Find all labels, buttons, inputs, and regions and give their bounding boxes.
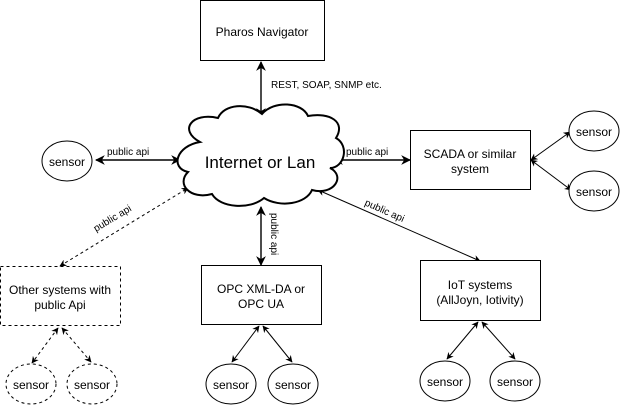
edge-label-iot-cloud: public api <box>363 198 406 225</box>
svg-text:sensor: sensor <box>576 125 612 139</box>
node-iot: IoT systems (AllJoyn, Iotivity) <box>420 260 541 321</box>
edge-other-cloud: public api <box>59 187 189 267</box>
edges-other-sensors <box>31 327 92 364</box>
edge-label-sensor-cloud: public api <box>107 147 149 158</box>
svg-text:Other systems with: Other systems with <box>9 283 111 297</box>
edges-scada-sensors <box>530 131 572 191</box>
sensor-scada-1: sensor <box>568 110 620 152</box>
svg-text:public Api: public Api <box>34 298 85 312</box>
node-internet-cloud: Internet or Lan <box>176 103 345 207</box>
edge-sensor-cloud: public api <box>95 147 181 165</box>
edge-iot-cloud: public api <box>317 189 481 262</box>
svg-text:sensor: sensor <box>497 375 533 389</box>
svg-text:system: system <box>451 162 489 176</box>
svg-text:IoT systems: IoT systems <box>448 278 512 292</box>
sensor-left: sensor <box>41 140 93 182</box>
sensor-opc-1: sensor <box>205 363 257 405</box>
svg-text:OPC XML-DA or: OPC XML-DA or <box>217 282 305 296</box>
edges-opc-sensors <box>231 325 293 363</box>
edge-label-cloud-scada: public api <box>346 147 388 158</box>
svg-text:sensor: sensor <box>275 378 311 392</box>
sensor-iot-2: sensor <box>489 360 541 402</box>
svg-text:(AllJoyn, Iotivity): (AllJoyn, Iotivity) <box>436 293 523 307</box>
node-scada: SCADA or similar system <box>410 130 531 190</box>
svg-text:sensor: sensor <box>13 378 49 392</box>
edge-pharos-cloud: REST, SOAP, SNMP etc. <box>256 61 382 118</box>
svg-text:Internet or Lan: Internet or Lan <box>205 153 316 172</box>
sensor-iot-1: sensor <box>419 360 471 402</box>
sensor-opc-2: sensor <box>267 363 319 405</box>
edges-iot-sensors <box>446 321 516 360</box>
svg-text:SCADA or similar: SCADA or similar <box>424 147 517 161</box>
svg-text:sensor: sensor <box>427 375 463 389</box>
edge-opc-cloud: public api <box>256 206 279 266</box>
sensor-other-2: sensor <box>66 363 118 405</box>
svg-text:OPC UA: OPC UA <box>238 297 284 311</box>
edge-label-opc-cloud: public api <box>268 213 279 255</box>
svg-text:sensor: sensor <box>213 378 249 392</box>
sensor-scada-2: sensor <box>568 170 620 212</box>
node-opc: OPC XML-DA or OPC UA <box>201 265 322 325</box>
node-pharos-navigator: Pharos Navigator <box>200 0 325 61</box>
edge-label-pharos-cloud: REST, SOAP, SNMP etc. <box>271 80 382 91</box>
sensor-other-1: sensor <box>5 363 57 405</box>
svg-text:sensor: sensor <box>49 155 85 169</box>
svg-text:Pharos Navigator: Pharos Navigator <box>216 25 309 39</box>
edge-cloud-scada: public api <box>333 147 411 165</box>
node-other-systems: Other systems with public Api <box>0 266 121 326</box>
svg-text:sensor: sensor <box>576 185 612 199</box>
edge-label-other-cloud: public api <box>92 203 134 234</box>
svg-text:sensor: sensor <box>74 378 110 392</box>
